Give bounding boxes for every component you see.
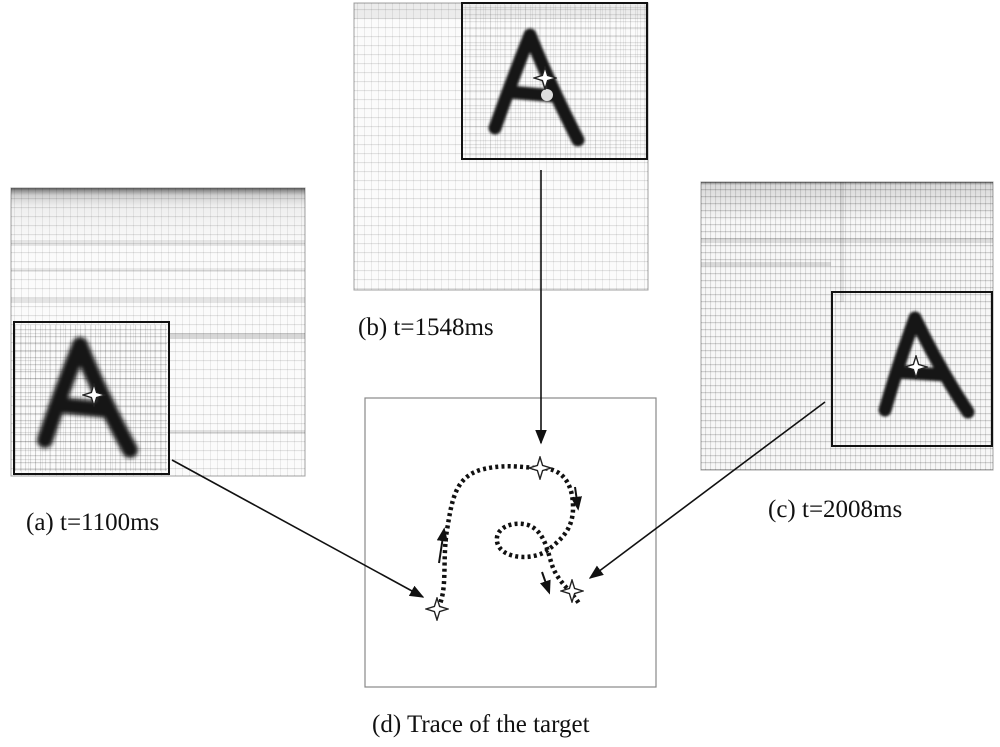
direction-arrow-icon-2 <box>570 486 582 511</box>
frame-c <box>700 181 994 471</box>
target-box-a <box>13 321 170 475</box>
trace-panel-d <box>364 397 657 688</box>
direction-arrow-icon-3 <box>540 571 551 595</box>
direction-arrow-icon-1 <box>436 527 448 564</box>
connector-arrow-a <box>171 459 425 598</box>
caption-d: (d) Trace of the target <box>372 711 590 738</box>
target-trace-path <box>435 464 582 610</box>
connector-arrow-c <box>588 401 826 579</box>
caption-a: (a) t=1100ms <box>26 509 160 536</box>
caption-b: (b) t=1548ms <box>358 314 494 341</box>
frame-b <box>353 2 649 291</box>
frame-a <box>10 187 306 477</box>
target-box-b <box>461 2 648 160</box>
target-box-c <box>831 291 993 447</box>
caption-c: (c) t=2008ms <box>768 496 903 523</box>
letter-a-frame-c <box>878 311 975 419</box>
